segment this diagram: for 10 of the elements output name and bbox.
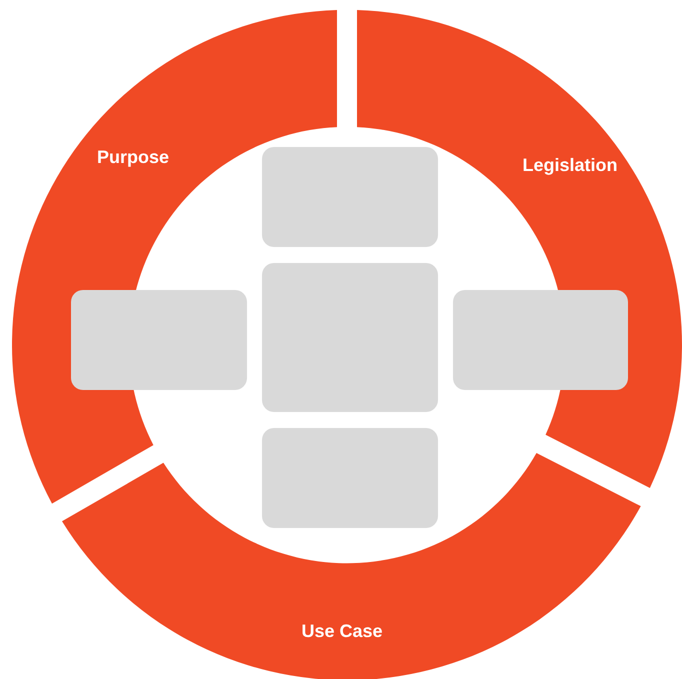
placeholder-box xyxy=(262,428,438,528)
placeholder-box xyxy=(453,290,628,390)
ring-segment xyxy=(62,452,641,679)
segment-label: Purpose xyxy=(96,148,169,166)
placeholder-box xyxy=(262,263,438,412)
placeholder-box xyxy=(262,147,438,247)
segment-label: Use Case xyxy=(301,622,383,640)
ring-segment xyxy=(12,10,337,504)
placeholder-box xyxy=(71,290,247,390)
segment-label: Legislation xyxy=(522,156,618,174)
